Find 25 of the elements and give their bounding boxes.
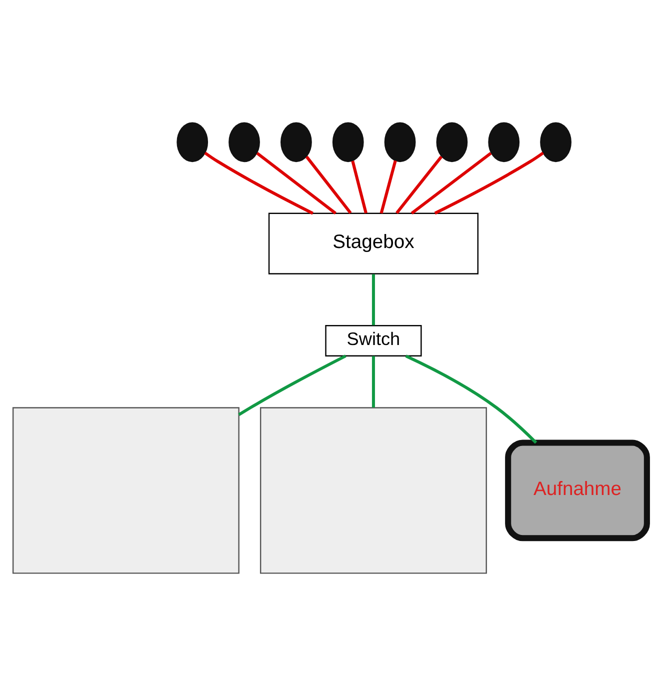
connector <box>380 160 397 214</box>
node-box <box>260 407 487 574</box>
connector <box>238 354 346 416</box>
connector <box>434 152 544 215</box>
node-box: Stagebox <box>268 212 478 274</box>
node-circle <box>332 122 364 162</box>
node-circle <box>280 122 312 162</box>
connector <box>396 156 443 214</box>
node-circle <box>176 122 208 162</box>
connector <box>372 274 375 326</box>
node-circle <box>436 122 468 162</box>
connector <box>256 152 336 215</box>
node-circle <box>540 122 572 162</box>
connector <box>204 152 314 215</box>
connector <box>305 156 352 214</box>
connector <box>372 356 375 408</box>
node-circle <box>488 122 520 162</box>
connector <box>351 160 368 214</box>
node-box: Aufnahme <box>505 440 650 542</box>
node-box <box>12 407 240 574</box>
connector <box>405 354 538 444</box>
node-box: Switch <box>325 325 422 356</box>
node-circle <box>228 122 260 162</box>
connector <box>410 152 492 215</box>
node-circle <box>384 122 416 162</box>
